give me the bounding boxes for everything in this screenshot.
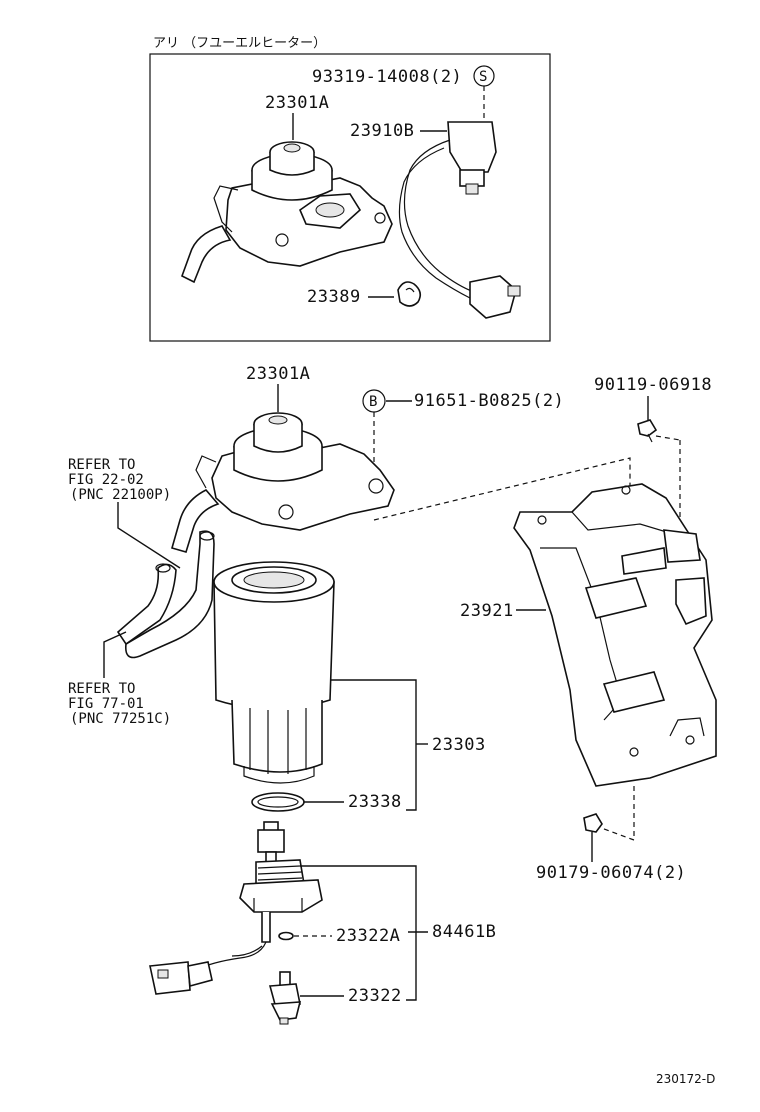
leader-refer2 — [103, 631, 127, 678]
label-bolt-top-right: 90119-06918 — [594, 375, 712, 395]
refer1-line1: REFER TO — [68, 457, 135, 473]
label-heater-sensor: 23910B — [350, 121, 414, 141]
main-filter-head-drawing — [171, 412, 395, 553]
label-main-filter-head: 23301A — [246, 364, 310, 384]
label-nut: 90179-06074(2) — [536, 863, 686, 883]
label-oring: 23338 — [348, 792, 402, 812]
refer2-line1: REFER TO — [68, 681, 135, 697]
clamp-drawing — [397, 281, 422, 307]
refer1-line3: (PNC 22100P) — [70, 487, 171, 503]
dash-bolt-b-to-bracket — [373, 457, 631, 521]
switch-drawing — [268, 971, 302, 1025]
label-clamp: 23389 — [307, 287, 361, 307]
dash-bolt-top — [655, 435, 681, 441]
label-warning-switch-small: 23322A — [336, 926, 400, 946]
refer1-line2: FIG 22-02 — [68, 472, 144, 488]
label-bracket: 23921 — [460, 601, 514, 621]
bracket-line-element — [330, 679, 417, 811]
top-filter-head-drawing — [181, 141, 393, 284]
label-switch: 23322 — [348, 986, 402, 1006]
label-bolt-b: 91651-B0825(2) — [414, 391, 564, 411]
dash-nut-2 — [595, 825, 635, 841]
bracket-line-switch-assy — [300, 865, 417, 1001]
refer2-line3: (PNC 77251C) — [70, 711, 171, 727]
label-warning-switch-assy: 84461B — [432, 922, 496, 942]
small-oring-drawing — [278, 931, 294, 941]
label-top-filter-head: 23301A — [265, 93, 329, 113]
heater-sensor-drawing — [398, 121, 521, 319]
leader-refer1 — [117, 502, 181, 569]
mounting-bracket-drawing — [513, 483, 717, 787]
oring-inner — [257, 796, 299, 808]
figure-code: 230172-D — [656, 1072, 715, 1086]
label-element: 23303 — [432, 735, 486, 755]
filter-element-drawing — [213, 561, 335, 784]
oring-drawing — [251, 792, 305, 812]
marker-s: S — [479, 69, 487, 85]
marker-b: B — [369, 394, 377, 410]
top-box-frame — [149, 53, 551, 342]
label-bolt-s: 93319-14008(2) — [312, 67, 462, 87]
hoses-drawing — [116, 530, 215, 659]
nut-drawing — [583, 813, 603, 833]
refer2-line2: FIG 77-01 — [68, 696, 144, 712]
bolt-top-right-drawing — [637, 419, 658, 443]
caption-fuel-heater: アリ （フユーエルヒーター） — [153, 36, 326, 51]
warning-switch-drawing — [149, 821, 323, 995]
